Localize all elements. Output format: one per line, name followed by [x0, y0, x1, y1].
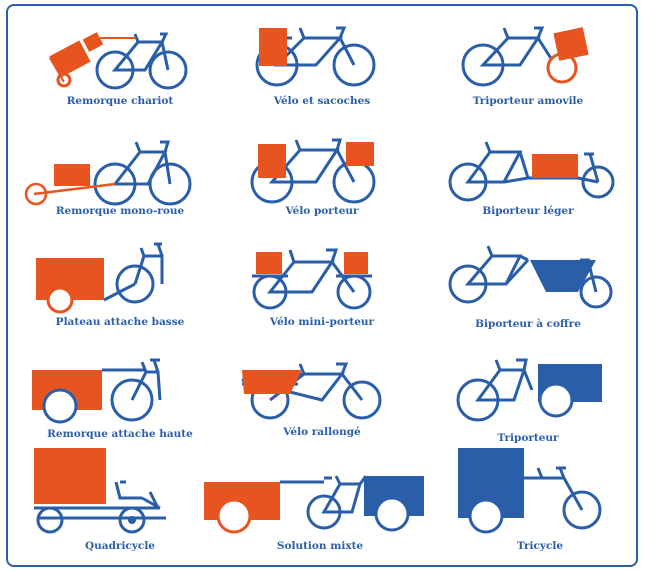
- removable-front-load-bike-icon: [461, 26, 589, 87]
- item-label: Remorque mono-roue: [55, 205, 185, 217]
- item-label: Remorque chariot: [66, 95, 174, 107]
- item-label: Vélo porteur: [285, 205, 359, 217]
- item-label: Vélo rallongé: [283, 426, 361, 438]
- mixed-trailer-box-icon: [204, 475, 424, 534]
- trolley-trailer-bike-icon: [49, 32, 188, 90]
- item-biporteur-leger: Biporteur léger: [428, 132, 628, 237]
- item-label: Solution mixte: [276, 540, 364, 552]
- item-label: Quadricycle: [84, 540, 155, 552]
- item-label: Tricycle: [516, 540, 564, 552]
- item-quadricycle: Quadricycle: [20, 448, 220, 553]
- item-solution-mixte: Solution mixte: [200, 448, 440, 553]
- item-triporteur: Triporteur: [428, 350, 628, 455]
- box-cargo-bike-icon: [448, 245, 613, 309]
- item-remorque-chariot: Remorque chariot: [20, 20, 220, 125]
- item-label: Triporteur: [497, 432, 559, 444]
- high-hitch-trailer-icon: [32, 358, 162, 424]
- front-box-tricycle-icon: [456, 358, 602, 422]
- item-label: Remorque attache haute: [47, 428, 193, 440]
- porter-bike-icon: [250, 138, 376, 204]
- item-velo-sacoches: Vélo et sacoches: [222, 20, 422, 125]
- rear-box-tricycle-icon: [458, 448, 602, 534]
- item-velo-mini-porteur: Vélo mini-porteur: [222, 238, 422, 343]
- item-velo-rallonge: Vélo rallongé: [222, 350, 422, 455]
- item-triporteur-amovile: Triporteur amovile: [428, 20, 628, 125]
- light-cargo-bike-icon: [448, 141, 615, 202]
- item-label: Triporteur amovile: [472, 95, 584, 107]
- diagram-frame: [6, 4, 638, 567]
- item-biporteur-coffre: Biporteur à coffre: [428, 238, 628, 343]
- item-label: Vélo et sacoches: [273, 95, 371, 107]
- item-label: Plateau attache basse: [55, 316, 185, 328]
- mini-porter-bike-icon: [252, 248, 372, 310]
- item-remorque-mono-roue: Remorque mono-roue: [20, 132, 220, 237]
- bike-panniers-icon: [255, 26, 376, 87]
- low-hitch-platform-trailer-icon: [36, 242, 164, 314]
- item-plateau-attache-basse: Plateau attache basse: [20, 238, 220, 343]
- item-tricycle: Tricycle: [440, 448, 640, 553]
- single-wheel-trailer-bike-icon: [24, 140, 192, 206]
- longtail-bike-icon: [241, 362, 382, 420]
- item-label: Biporteur à coffre: [475, 318, 581, 330]
- item-velo-porteur: Vélo porteur: [222, 132, 422, 237]
- item-remorque-attache-haute: Remorque attache haute: [20, 350, 220, 455]
- cargo-quadricycle-icon: [34, 448, 166, 534]
- item-label: Biporteur léger: [482, 205, 574, 217]
- item-label: Vélo mini-porteur: [269, 316, 375, 328]
